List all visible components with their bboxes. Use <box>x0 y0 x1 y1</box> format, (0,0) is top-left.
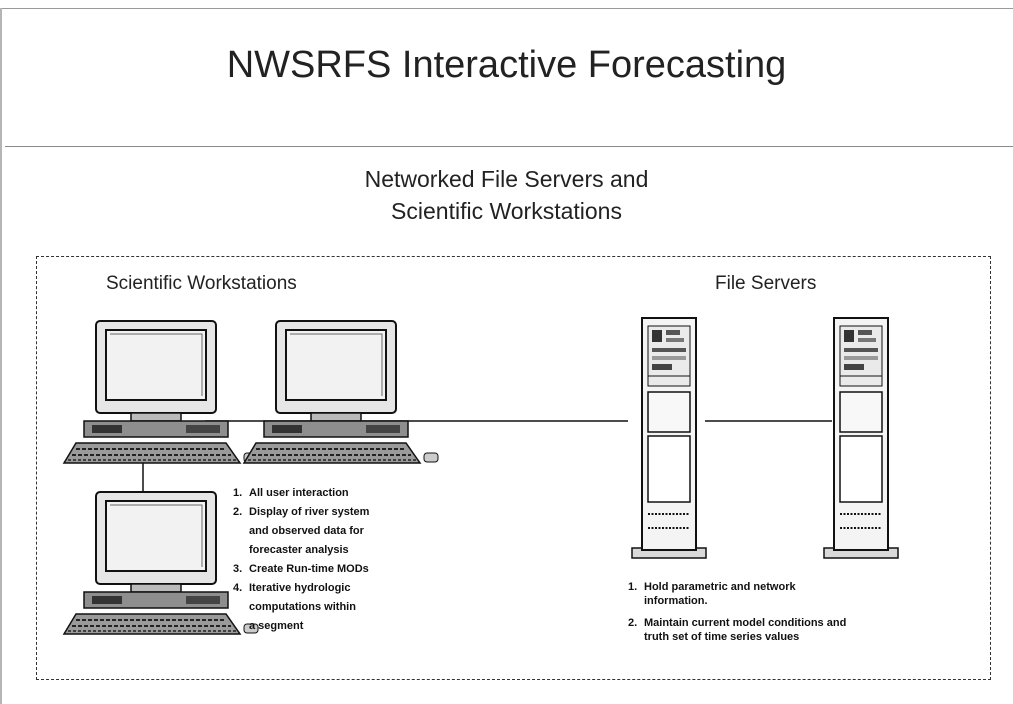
frame-top-border <box>0 8 1013 9</box>
workstation-icon <box>243 320 439 464</box>
network-boundary-box <box>36 256 991 680</box>
file-servers-label: File Servers <box>715 273 817 294</box>
workstations-label: Scientific Workstations <box>106 273 297 294</box>
subtitle-line-2: Scientific Workstations <box>391 198 622 224</box>
subtitle-line-1: Networked File Servers and <box>364 166 649 192</box>
list-item: 1.All user interaction <box>233 487 349 499</box>
file-server-icon <box>823 317 899 559</box>
frame-left-border <box>0 8 2 704</box>
workstation-icon <box>63 491 259 635</box>
workstation-icon <box>63 320 259 464</box>
title-divider <box>5 146 1013 147</box>
diagram-subtitle: Networked File Servers and Scientific Wo… <box>0 163 1013 227</box>
list-item: 2.Display of river system and observed d… <box>233 506 370 556</box>
list-item: 1.Hold parametric and network informatio… <box>628 581 796 607</box>
page-title: NWSRFS Interactive Forecasting <box>226 44 787 86</box>
file-server-functions-list: 1.Hold parametric and network informatio… <box>628 580 928 652</box>
workstation-functions-list: 1.All user interaction 2.Display of rive… <box>233 484 433 636</box>
list-item: 2.Maintain current model conditions and … <box>628 617 847 643</box>
list-item: 3.Create Run-time MODs <box>233 563 369 575</box>
file-server-icon <box>631 317 707 559</box>
list-item: 4.Iterative hydrologic computations with… <box>233 582 356 632</box>
